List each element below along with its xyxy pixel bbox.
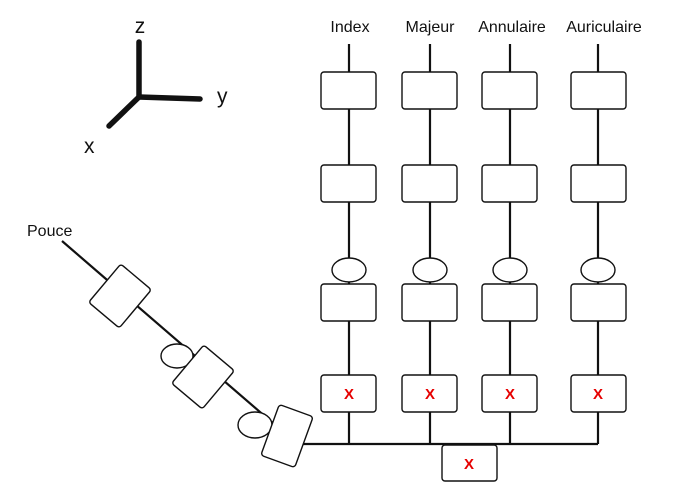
finger-joint-locked <box>570 374 627 413</box>
y-axis <box>136 94 203 102</box>
finger-joint-spherical <box>412 257 448 283</box>
locked-joint-mark: X <box>593 386 603 403</box>
finger-joint-locked <box>401 374 458 413</box>
finger-joint-middle <box>481 164 538 203</box>
locked-joint-mark: X <box>425 386 435 403</box>
finger-index: X Index <box>320 19 377 444</box>
finger-label-index: Index <box>330 19 369 36</box>
coordinate-frame: z y x <box>84 15 228 158</box>
locked-joint-mark: X <box>344 386 354 403</box>
finger-joint-distal <box>481 71 538 110</box>
thumb-joint-base <box>260 404 314 468</box>
thumb-joint-spherical <box>160 343 194 369</box>
finger-auriculaire: X Auriculaire <box>566 19 642 444</box>
finger-joint-middle <box>320 164 377 203</box>
locked-joint-mark: X <box>464 456 474 473</box>
palm-joint-locked <box>441 444 498 482</box>
finger-label-annulaire: Annulaire <box>478 19 546 36</box>
finger-joint-middle <box>570 164 627 203</box>
y-axis-label: y <box>217 85 228 108</box>
finger-label-auriculaire: Auriculaire <box>566 19 642 36</box>
thumb-joint-middle <box>172 345 234 409</box>
x-axis-label: x <box>84 135 95 158</box>
thumb-label: Pouce <box>27 223 72 240</box>
thumb-joint-spherical-base <box>237 411 273 439</box>
finger-joint-locked <box>481 374 538 413</box>
finger-joint-proximal <box>481 283 538 322</box>
finger-joint-locked <box>320 374 377 413</box>
thumb-chain: Pouce <box>27 223 314 468</box>
finger-joint-proximal <box>401 283 458 322</box>
z-axis-label: z <box>135 15 146 38</box>
locked-joint-mark: X <box>505 386 515 403</box>
finger-majeur: X Majeur <box>401 19 458 444</box>
thumb-joint-distal <box>89 264 151 328</box>
finger-joint-proximal <box>570 283 627 322</box>
palm-base: X <box>297 442 598 482</box>
finger-joint-spherical <box>580 257 616 283</box>
finger-annulaire: X Annulaire <box>478 19 546 444</box>
finger-joint-proximal <box>320 283 377 322</box>
finger-joint-distal <box>320 71 377 110</box>
finger-joint-spherical <box>492 257 528 283</box>
thumb-link-line <box>61 240 298 445</box>
x-axis <box>106 94 142 129</box>
finger-joint-distal <box>570 71 627 110</box>
finger-joint-spherical <box>331 257 367 283</box>
finger-label-majeur: Majeur <box>406 19 456 36</box>
finger-joint-distal <box>401 71 458 110</box>
finger-joint-middle <box>401 164 458 203</box>
